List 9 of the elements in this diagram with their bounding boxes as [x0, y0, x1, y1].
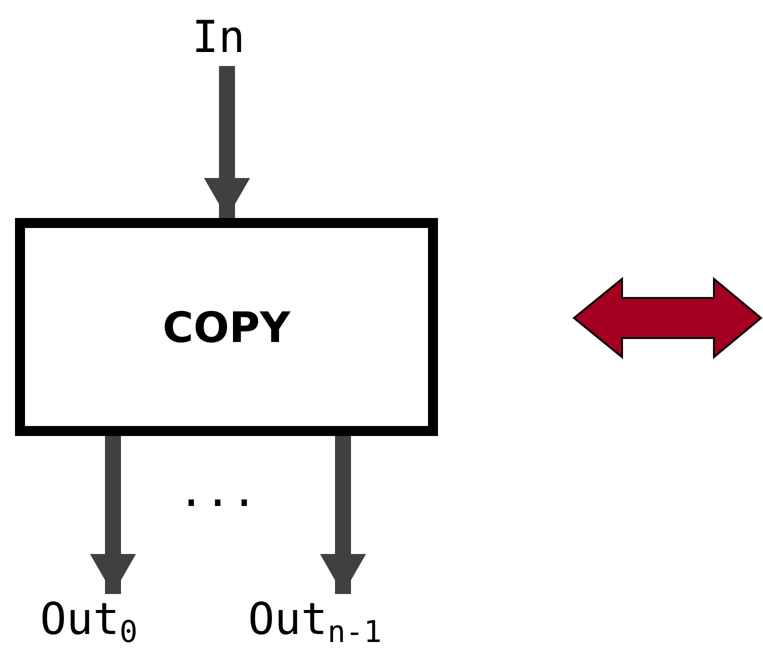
ellipsis-label: ...	[178, 470, 258, 514]
copy-block	[15, 218, 438, 436]
signal-label: Out$_{0}$	[40, 598, 138, 642]
signal-label: In	[192, 16, 245, 60]
arrow	[90, 436, 136, 594]
arrow	[204, 66, 250, 218]
arrow	[320, 436, 366, 594]
block-label: COPY	[162, 302, 290, 352]
signal-label: Out$_{n-1}$	[248, 598, 382, 642]
